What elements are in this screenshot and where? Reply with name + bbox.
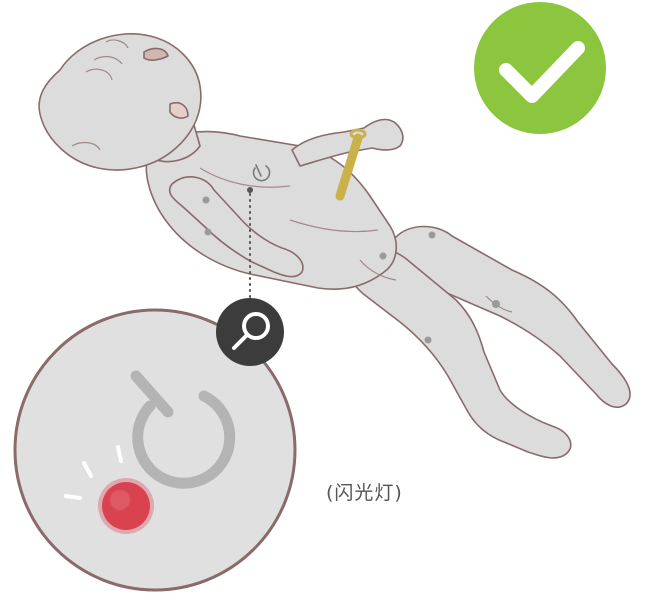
flash-led	[98, 478, 154, 534]
manikin-nose	[144, 49, 168, 61]
flash-light-label: (闪光灯)	[326, 478, 403, 505]
magnifier-badge	[216, 298, 284, 366]
check-circle-icon	[474, 2, 606, 134]
